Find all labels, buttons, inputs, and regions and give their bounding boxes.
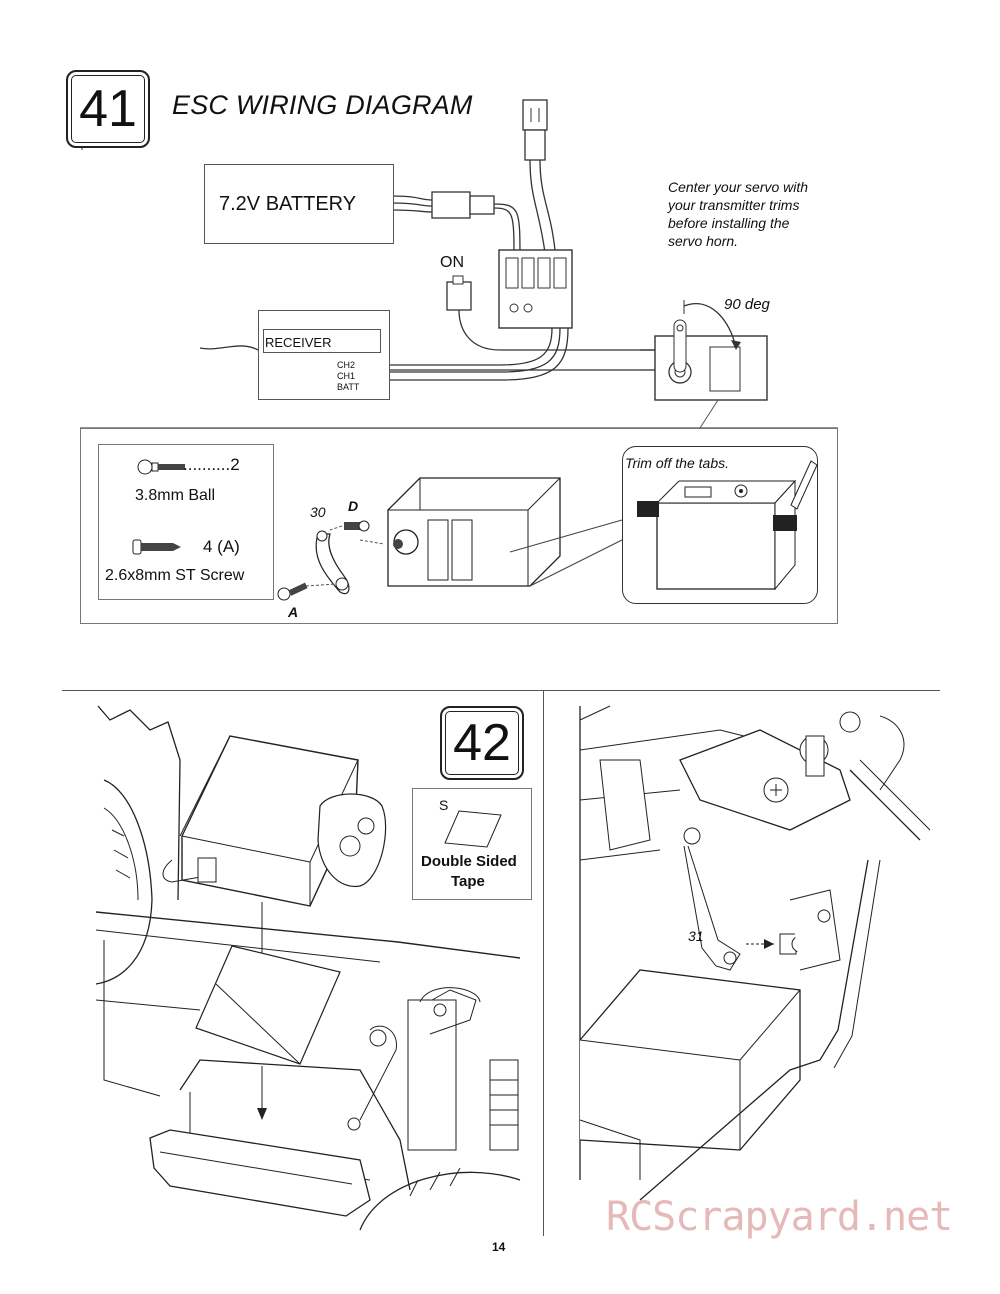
page-number: 14 — [492, 1240, 506, 1254]
watermark-text: RCScrapyard.net — [606, 1194, 953, 1240]
angle-label: 90 deg — [724, 296, 770, 313]
tape-label-line1: Double Sided — [421, 853, 517, 870]
receiver-box: RECEIVER CH2 CH1 BATT — [258, 310, 390, 400]
battery-label: 7.2V BATTERY — [219, 193, 357, 215]
note-line-3: before installing the — [668, 215, 790, 231]
note-line-2: your transmitter trims — [668, 197, 800, 213]
screw-icon — [132, 539, 181, 555]
vertical-divider — [543, 690, 544, 1236]
trim-tabs-zoom-box: Trim off the tabs. — [622, 446, 818, 604]
tape-icon — [444, 810, 502, 848]
callout-d: D — [348, 498, 359, 514]
step-number-42: 42 — [453, 714, 511, 772]
double-sided-tape-box: S Double Sided Tape — [412, 788, 532, 900]
receiver-label: RECEIVER — [265, 335, 332, 350]
ball-name: 3.8mm Ball — [135, 487, 216, 504]
step-41-number-box: 41 — [66, 70, 150, 148]
on-label: ON — [440, 254, 464, 271]
screw-qty: 4 (A) — [203, 537, 240, 556]
note-line-4: servo horn. — [668, 233, 739, 249]
channel-ch1: CH1 — [337, 371, 356, 381]
tape-label-line2: Tape — [451, 873, 485, 890]
tape-code: S — [439, 797, 449, 813]
parts-list-box: ..........2 3.8mm Ball 4 (A) 2.6x8mm ST … — [98, 444, 274, 600]
horizontal-divider — [62, 690, 940, 691]
servo-tabs-drawing — [637, 460, 818, 591]
callout-30: 30 — [310, 504, 326, 520]
servo-assembly-drawing — [277, 477, 623, 601]
screw-name: 2.6x8mm ST Screw — [105, 567, 245, 584]
step-42-number-box: 42 — [440, 706, 524, 780]
ball-qty: ..........2 — [183, 455, 240, 474]
center-servo-note: Center your servo with your transmitter … — [668, 178, 808, 250]
channel-ch2: CH2 — [337, 360, 356, 370]
section-title: ESC WIRING DIAGRAM — [172, 90, 473, 120]
trim-note: Trim off the tabs. — [625, 455, 729, 471]
battery-box: 7.2V BATTERY — [204, 164, 394, 244]
receiver-label-frame — [263, 329, 381, 353]
step-number: 41 — [79, 80, 137, 138]
note-line-1: Center your servo with — [668, 179, 809, 195]
callout-a: A — [288, 604, 299, 620]
callout-31: 31 — [688, 928, 704, 944]
ball-icon — [137, 459, 185, 475]
channel-batt: BATT — [337, 382, 360, 392]
